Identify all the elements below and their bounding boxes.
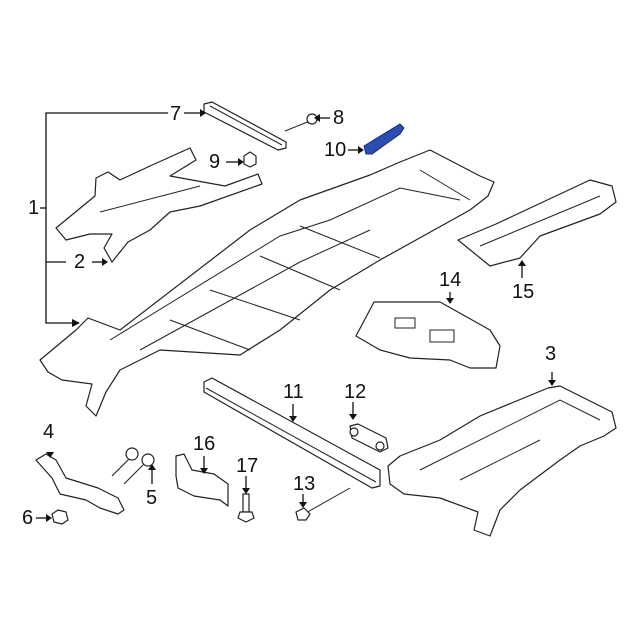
callout-9[interactable]: 9 bbox=[209, 151, 221, 173]
part-5-studs bbox=[111, 447, 155, 485]
callout-8[interactable]: 8 bbox=[333, 107, 345, 129]
part-12-link bbox=[349, 423, 389, 453]
part-14-shield bbox=[355, 301, 501, 369]
part-10-bracket bbox=[363, 123, 405, 155]
part-4-bracket bbox=[35, 453, 125, 515]
callout-3[interactable]: 3 bbox=[545, 343, 557, 365]
main-frame bbox=[39, 149, 495, 417]
callout-2[interactable]: 2 bbox=[74, 251, 86, 273]
callout-16[interactable]: 16 bbox=[193, 433, 216, 455]
callout-1[interactable]: 1 bbox=[28, 197, 40, 219]
callout-17[interactable]: 17 bbox=[236, 455, 259, 477]
part-13-bolt bbox=[295, 487, 351, 521]
part-6-nut bbox=[51, 509, 69, 525]
part-16-bracket bbox=[175, 453, 229, 507]
leader-lines bbox=[36, 109, 556, 522]
callout-10[interactable]: 10 bbox=[324, 139, 347, 161]
part-9-nut bbox=[243, 151, 257, 168]
callout-1-bracket bbox=[40, 112, 168, 327]
part-2-front-crossmember bbox=[55, 147, 263, 263]
callout-12[interactable]: 12 bbox=[344, 381, 367, 403]
callout-5[interactable]: 5 bbox=[146, 487, 158, 509]
part-17-bolt bbox=[237, 493, 255, 523]
part-8-bolt bbox=[284, 113, 318, 132]
callout-7[interactable]: 7 bbox=[170, 103, 182, 125]
callout-13[interactable]: 13 bbox=[293, 473, 316, 495]
callout-15[interactable]: 15 bbox=[512, 281, 535, 303]
part-3-rear-frame bbox=[387, 385, 617, 537]
part-11-crossmember bbox=[203, 377, 381, 489]
callout-6[interactable]: 6 bbox=[22, 507, 34, 529]
callout-4[interactable]: 4 bbox=[43, 421, 55, 443]
part-15-skid-plate bbox=[457, 179, 617, 267]
callout-11[interactable]: 11 bbox=[283, 381, 304, 403]
callout-14[interactable]: 14 bbox=[439, 269, 462, 291]
